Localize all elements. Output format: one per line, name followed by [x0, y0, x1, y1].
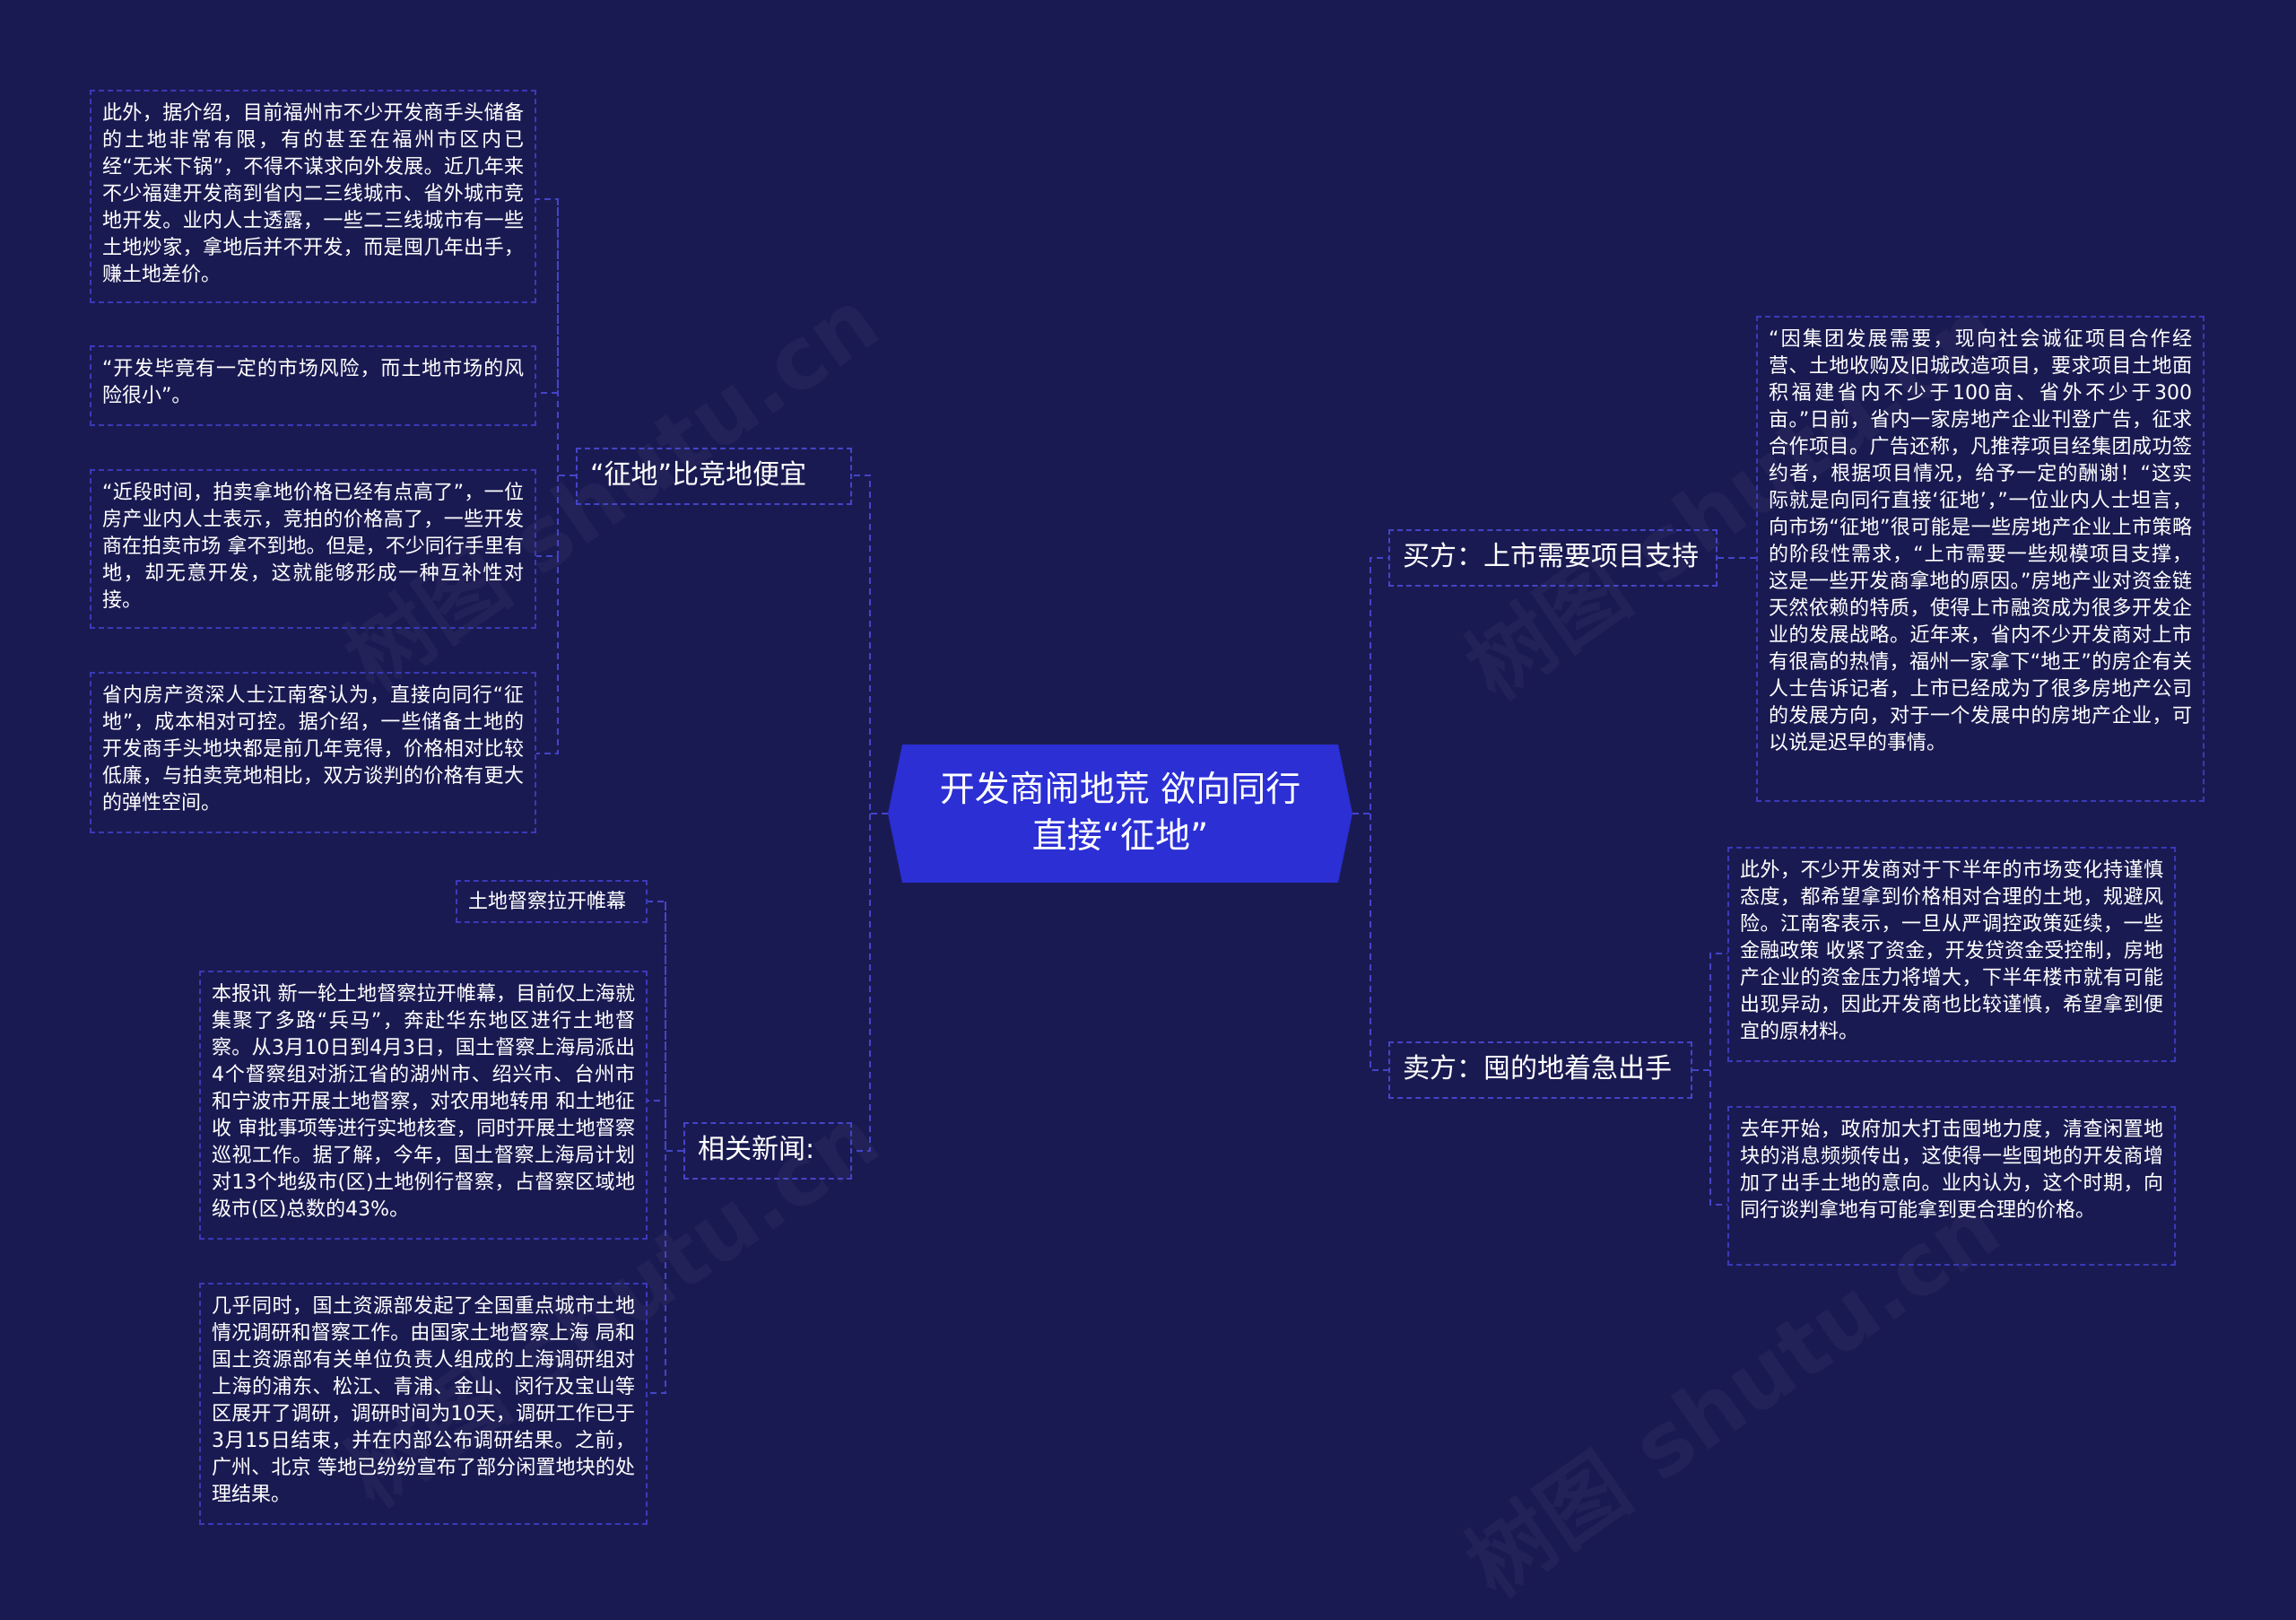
- branch-label: 买方：上市需要项目支持: [1403, 541, 1699, 572]
- branch-label: 卖方：囤的地着急出手: [1403, 1053, 1672, 1084]
- leaf-text: “近段时间，拍卖拿地价格已经有点高了”，一位房产业内人士表示，竞拍的价格高了，一…: [102, 482, 524, 612]
- leaf-note: 本报讯 新一轮土地督察拉开帷幕，目前仅上海就集聚了多路“兵马”，奔赴华东地区进行…: [199, 971, 648, 1240]
- branch-buyer[interactable]: 买方：上市需要项目支持: [1388, 529, 1718, 587]
- leaf-note: 几乎同时，国土资源部发起了全国重点城市土地情况调研和督察工作。由国家土地督察上海…: [199, 1283, 648, 1525]
- branch-zhengdi-cheaper[interactable]: “征地”比竞地便宜: [576, 448, 852, 505]
- central-topic[interactable]: 开发商闹地荒 欲向同行直接“征地”: [888, 745, 1352, 883]
- leaf-note: 此外，据介绍，目前福州市不少开发商手头储备的土地非常有限，有的甚至在福州市区内已…: [90, 90, 536, 303]
- leaf-text: 去年开始，政府加大打击囤地力度，清查闲置地块的消息频频传出，这使得一些囤地的开发…: [1740, 1119, 2163, 1222]
- leaf-text: 本报讯 新一轮土地督察拉开帷幕，目前仅上海就集聚了多路“兵马”，奔赴华东地区进行…: [212, 983, 635, 1221]
- leaf-note: “开发毕竟有一定的市场风险，而土地市场的风险很小”。: [90, 345, 536, 426]
- central-topic-label: 开发商闹地荒 欲向同行直接“征地”: [939, 770, 1301, 857]
- leaf-text: 省内房产资深人士江南客认为，直接向同行“征地”，成本相对可控。据介绍，一些储备土…: [102, 684, 524, 814]
- leaf-note: 此外，不少开发商对于下半年的市场变化持谨慎态度，都希望拿到价格相对合理的土地，规…: [1727, 847, 2176, 1062]
- leaf-note: “因集团发展需要，现向社会诚征项目合作经营、土地收购及旧城改造项目，要求项目土地…: [1756, 316, 2205, 802]
- leaf-text: “因集团发展需要，现向社会诚征项目合作经营、土地收购及旧城改造项目，要求项目土地…: [1769, 328, 2192, 754]
- branch-label: 相关新闻:: [698, 1134, 815, 1165]
- leaf-note: 土地督察拉开帷幕: [456, 880, 648, 923]
- branch-related-news[interactable]: 相关新闻:: [683, 1122, 852, 1180]
- leaf-text: 几乎同时，国土资源部发起了全国重点城市土地情况调研和督察工作。由国家土地督察上海…: [212, 1295, 635, 1506]
- leaf-text: 土地督察拉开帷幕: [468, 891, 627, 913]
- leaf-note: 省内房产资深人士江南客认为，直接向同行“征地”，成本相对可控。据介绍，一些储备土…: [90, 672, 536, 833]
- leaf-text: “开发毕竟有一定的市场风险，而土地市场的风险很小”。: [102, 358, 524, 407]
- branch-label: “征地”比竞地便宜: [590, 459, 807, 491]
- leaf-note: 去年开始，政府加大打击囤地力度，清查闲置地块的消息频频传出，这使得一些囤地的开发…: [1727, 1106, 2176, 1266]
- leaf-text: 此外，不少开发商对于下半年的市场变化持谨慎态度，都希望拿到价格相对合理的土地，规…: [1740, 859, 2163, 1043]
- leaf-text: 此外，据介绍，目前福州市不少开发商手头储备的土地非常有限，有的甚至在福州市区内已…: [102, 102, 524, 286]
- leaf-note: “近段时间，拍卖拿地价格已经有点高了”，一位房产业内人士表示，竞拍的价格高了，一…: [90, 469, 536, 629]
- branch-seller[interactable]: 卖方：囤的地着急出手: [1388, 1041, 1692, 1099]
